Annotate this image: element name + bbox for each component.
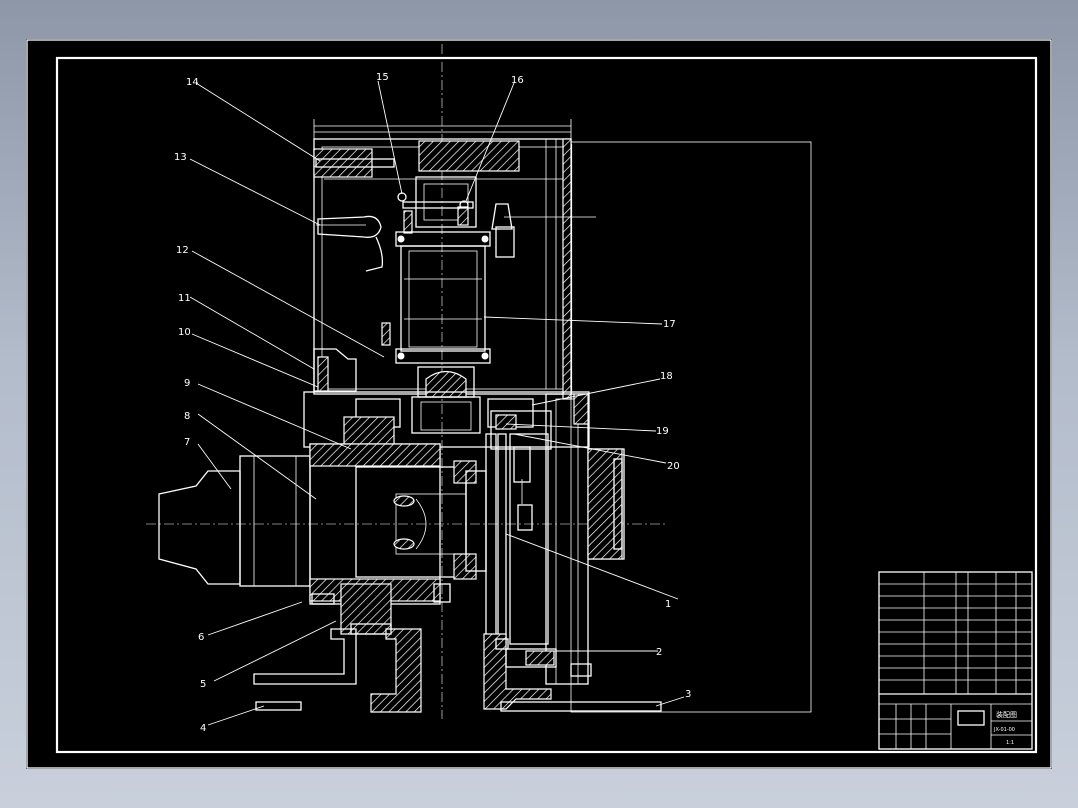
- callout-2: 2: [656, 647, 662, 658]
- callout-18: 18: [660, 371, 673, 382]
- right-housing: [545, 393, 625, 685]
- leader-lines: [189, 80, 685, 726]
- cad-viewport[interactable]: 1 2 3 4 5 6 7 8 9 10 11 12 13 14 15 16 1…: [26, 39, 1052, 769]
- callout-5: 5: [200, 679, 206, 690]
- inner-border: [55, 56, 1038, 754]
- upper-bearing-block: [397, 176, 477, 234]
- middle-frame: [303, 391, 590, 450]
- small-cylinder: [491, 203, 596, 258]
- callout-8: 8: [184, 411, 190, 422]
- assembly-drawing: 1 2 3 4 5 6 7 8 9 10 11 12 13 14 15 16 1…: [26, 39, 1052, 769]
- bottom-pedestal: [253, 583, 451, 713]
- callout-7: 7: [184, 437, 190, 448]
- callout-16: 16: [511, 75, 524, 86]
- vertical-shafts: [485, 433, 549, 645]
- callout-13: 13: [174, 152, 187, 163]
- coupling-block: [355, 366, 534, 434]
- callout-6: 6: [198, 632, 204, 643]
- latch-lever: [315, 158, 395, 272]
- callout-17: 17: [663, 319, 676, 330]
- callout-9: 9: [184, 378, 190, 389]
- callout-11: 11: [178, 293, 191, 304]
- overall-outline: [570, 141, 812, 713]
- callout-14: 14: [186, 77, 199, 88]
- title-block: 装配图 JX-01-00 1:1: [878, 571, 1033, 750]
- title-block-title: 装配图: [996, 710, 1017, 719]
- callout-3: 3: [685, 689, 691, 700]
- callout-10: 10: [178, 327, 191, 338]
- rotor-clamp: [355, 460, 487, 580]
- guide-column: [381, 231, 491, 364]
- callout-12: 12: [176, 245, 189, 256]
- title-block-drawing-no: JX-01-00: [993, 727, 1015, 733]
- right-bottom-bracket: [483, 633, 662, 712]
- title-block-scale: 1:1: [1006, 740, 1014, 746]
- outer-border: [26, 39, 1052, 769]
- callout-4: 4: [200, 723, 206, 734]
- callout-labels: 1 2 3 4 5 6 7 8 9 10 11 12 13 14 15 16 1…: [174, 72, 691, 734]
- callout-15: 15: [376, 72, 389, 83]
- callout-1: 1: [665, 599, 671, 610]
- callout-20: 20: [667, 461, 680, 472]
- callout-19: 19: [656, 426, 669, 437]
- left-wall: [313, 348, 357, 392]
- upper-housing: [313, 138, 573, 400]
